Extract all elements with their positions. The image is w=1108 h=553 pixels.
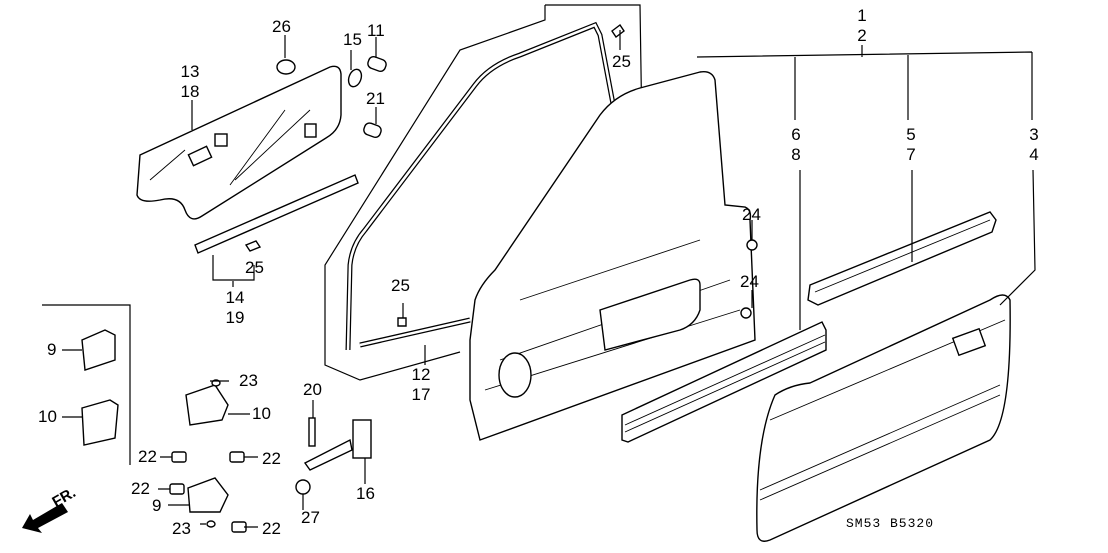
- callout-3-4: 3 4: [1024, 125, 1044, 165]
- callout-26: 26: [272, 17, 291, 36]
- belt-molding: [194, 174, 359, 254]
- bolt-22-a: [171, 451, 187, 463]
- washer-23-b: [206, 520, 216, 528]
- callout-16: 16: [356, 484, 375, 503]
- callout-8: 8: [791, 145, 801, 164]
- callout-24-upper: 24: [742, 205, 761, 224]
- callout-6: 6: [791, 125, 801, 144]
- bolt-20: [308, 417, 316, 447]
- callout-14-19: 14 19: [220, 288, 250, 328]
- callout-2: 2: [857, 26, 867, 45]
- callout-1-2: 1 2: [852, 6, 872, 46]
- callout-25-lower: 25: [391, 276, 410, 295]
- callout-13-18: 13 18: [175, 62, 205, 102]
- door-checker: [303, 438, 353, 471]
- callout-24-lower: 24: [740, 272, 759, 291]
- bolt-22-b: [229, 451, 245, 463]
- diagram-code: SM53 B5320: [846, 516, 935, 531]
- callout-12: 12: [411, 365, 431, 384]
- callout-23-upper: 23: [239, 371, 258, 390]
- outer-door-skin: [756, 294, 1011, 542]
- bolt-27: [295, 479, 311, 495]
- callout-17: 17: [411, 385, 431, 404]
- callout-4: 4: [1029, 145, 1039, 164]
- clip-26: [276, 59, 296, 75]
- door-handle-recess: [951, 327, 987, 357]
- bolt-22-d: [231, 521, 247, 533]
- callout-10-left: 10: [38, 407, 57, 426]
- callout-9-left: 9: [47, 340, 57, 359]
- grommet-11: [367, 55, 387, 73]
- callout-22-b: 22: [262, 449, 281, 468]
- callout-10-right: 10: [252, 404, 271, 423]
- callout-11: 11: [367, 21, 385, 40]
- callout-5: 5: [906, 125, 916, 144]
- front-direction-arrow: [22, 503, 68, 533]
- callout-7: 7: [906, 145, 916, 164]
- callout-5-7: 5 7: [901, 125, 921, 165]
- door-hinge-lower-a: [81, 399, 119, 446]
- trim-hole-seal: [136, 65, 342, 220]
- callout-25-top: 25: [612, 52, 631, 71]
- door-hinge-upper-b: [185, 384, 229, 426]
- nut-24-a: [746, 239, 758, 251]
- bolt-22-c: [169, 483, 185, 495]
- window-opening: [599, 278, 701, 351]
- nut-24-b: [740, 307, 752, 319]
- door-inner-frame: [469, 70, 756, 441]
- callout-21: 21: [366, 89, 385, 108]
- door-hinge-lower-b: [187, 477, 229, 513]
- callout-20: 20: [303, 380, 322, 399]
- callout-22-a: 22: [138, 447, 157, 466]
- door-hinge-upper-a: [81, 329, 116, 371]
- callout-23-lower: 23: [172, 519, 191, 538]
- callout-25-molding: 25: [245, 258, 264, 277]
- door-side-impact-beam: [807, 211, 997, 306]
- clip-25-top: [611, 23, 625, 39]
- clip-25-b: [397, 317, 407, 327]
- grommet-21: [363, 122, 382, 139]
- callout-18: 18: [180, 82, 200, 101]
- callout-6-8: 6 8: [786, 125, 806, 165]
- clip-25-a: [244, 240, 262, 252]
- callout-15: 15: [343, 30, 362, 49]
- callout-3: 3: [1029, 125, 1039, 144]
- callout-9-right: 9: [152, 496, 162, 515]
- callout-1: 1: [857, 6, 867, 25]
- callout-22-c: 22: [131, 479, 150, 498]
- callout-14: 14: [225, 288, 245, 307]
- seal-port: [187, 145, 213, 167]
- callout-12-17: 12 17: [406, 365, 436, 405]
- door-reinforcement-rail: [621, 321, 827, 443]
- speaker-opening: [498, 352, 532, 398]
- callout-13: 13: [180, 62, 200, 81]
- callout-22-d: 22: [262, 519, 281, 538]
- callout-19: 19: [225, 308, 245, 327]
- callout-27: 27: [301, 508, 320, 527]
- o-ring-15: [347, 68, 363, 88]
